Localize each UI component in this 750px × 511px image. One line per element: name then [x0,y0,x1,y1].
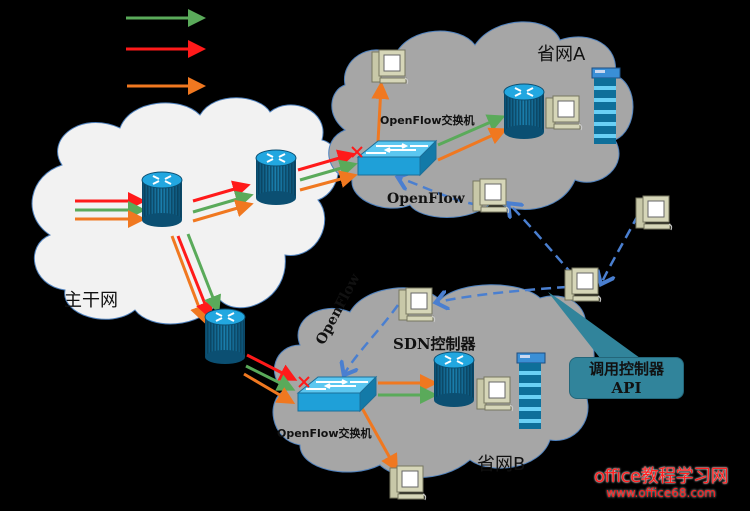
province-a-flows [297,81,508,192]
workstation-sdn-controller [398,287,436,323]
blocked-marker-a [351,146,363,158]
router-a [503,83,545,140]
province-a-label: 省网A [537,44,586,65]
province-b-label: 省网B [477,454,526,475]
flow-green-r1-r2 [192,190,254,214]
api-callout: 调用控制器 API [569,357,684,399]
watermark: office教程学习网 www.office68.com [594,462,729,500]
callout-pointer [548,292,640,358]
control-line-app-to-sdn [438,285,568,302]
server-stack-b [516,352,546,430]
workstation-b-right [476,376,514,412]
control-line-client-to-app [602,214,640,282]
watermark-url: www.office68.com [606,486,716,500]
watermark-title: office教程学习网 [594,466,729,487]
switch-b-label: OpenFlow交换机 [277,427,372,440]
callout-line-1: 调用控制器 [588,360,664,378]
flow-green-r1-r3 [186,233,222,314]
backbone-router-2 [255,149,297,206]
province-b-flows [243,353,438,473]
workstation-app-client [635,195,673,231]
flow-red-to-switch-a [297,149,356,172]
flow-green-switch-a-router-a [437,114,506,147]
flow-orange-switch-a-pc-top [371,81,390,143]
flow-green-to-switch-a [299,159,358,182]
flow-orange-to-switch-b [243,372,296,405]
workstation-a-right [545,95,583,131]
workstation-a-controller [472,178,510,214]
server-stack-a [591,67,621,145]
control-channels [345,178,640,373]
router-b [433,351,475,408]
flow-red-to-switch-b [246,353,298,381]
flow-orange-switch-b-pc-bottom [360,407,398,473]
flow-green-to-switch-b [245,364,296,391]
flow-orange-r1-r2 [192,199,254,223]
flow-orange-to-switch-a [299,170,358,192]
backbone-label: 主干网 [64,290,118,311]
control-line-app-to-pc-a [510,205,574,276]
backbone-router-3 [204,308,246,365]
flow-orange-switch-a-router-a [437,127,508,162]
backbone-router-1 [141,171,183,228]
switch-a-label: OpenFlow交换机 [380,114,475,127]
control-line-a-pc-to-switch-a [400,178,479,207]
flow-red-r1-r3 [176,235,213,320]
workstation-app [564,267,602,303]
openflow-a-label: OpenFlow [387,191,465,207]
backbone-flows [75,180,254,324]
sdn-controller-label: SDN控制器 [393,335,476,353]
blocked-marker-b [298,376,310,388]
callout-line-2: API [611,379,642,397]
control-line-sdn-to-switch-b [345,304,400,373]
legend [126,9,206,95]
workstation-a-top [371,49,409,85]
workstation-b-bottom [389,465,427,501]
flow-red-r1-r2 [192,180,251,203]
